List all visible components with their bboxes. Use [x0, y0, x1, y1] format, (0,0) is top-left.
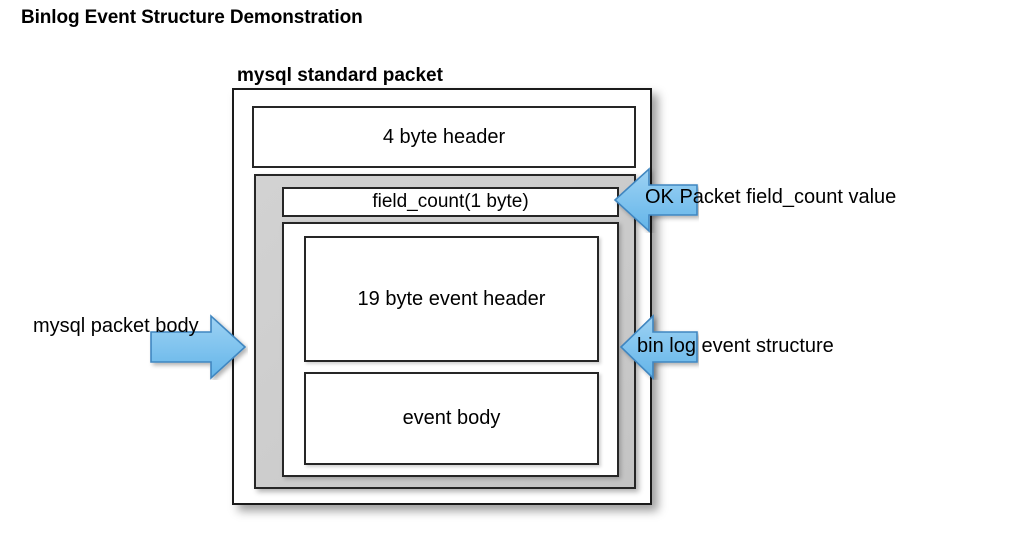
mysql-standard-packet-box: 4 byte header field_count(1 byte) 19 byt…: [232, 88, 652, 505]
arrow-left-icon-bin-log-event: [619, 314, 699, 380]
mysql-packet-body-box: field_count(1 byte) 19 byte event header…: [254, 174, 636, 489]
mysql-standard-packet-label: mysql standard packet: [237, 65, 443, 86]
bin-log-event-structure-box: 19 byte event header event body: [282, 222, 619, 477]
event-header-label: 19 byte event header: [357, 287, 546, 310]
page-title: Binlog Event Structure Demonstration: [21, 7, 363, 28]
event-body-box: event body: [304, 372, 599, 465]
annotation-bin-log-event-label: bin log event structure: [637, 335, 834, 357]
packet-header-box: 4 byte header: [252, 106, 636, 168]
annotation-mysql-packet-body-label: mysql packet body: [33, 315, 199, 337]
field-count-label: field_count(1 byte): [372, 191, 529, 212]
arrow-right-icon-mysql-packet-body: [148, 314, 248, 380]
packet-header-label: 4 byte header: [382, 125, 506, 148]
event-body-label: event body: [402, 407, 501, 429]
annotation-ok-packet-label: OK Packet field_count value: [645, 186, 897, 208]
field-count-box: field_count(1 byte): [282, 187, 619, 217]
event-header-box: 19 byte event header: [304, 236, 599, 362]
arrow-left-icon-ok-packet: [613, 167, 699, 233]
